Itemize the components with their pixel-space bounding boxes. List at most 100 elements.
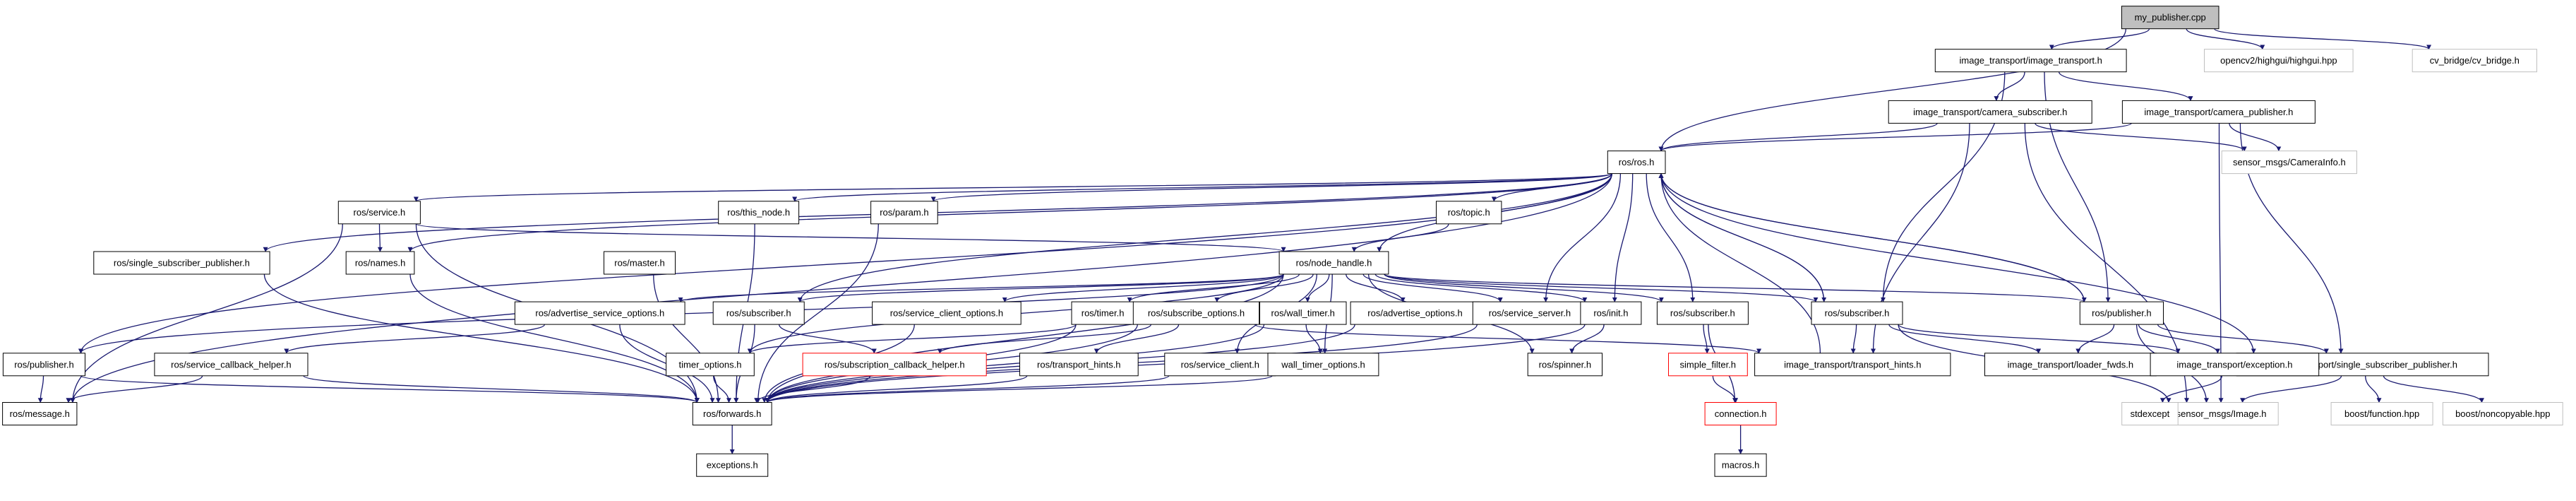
node-exceptions-h[interactable]: exceptions.h bbox=[696, 453, 769, 477]
edge bbox=[2240, 375, 2342, 403]
edge bbox=[1658, 172, 1825, 302]
edge bbox=[1346, 273, 1406, 302]
node-ros-ros-h[interactable]: ros/ros.h bbox=[1607, 151, 1666, 175]
node-ros-subscribe-options-h[interactable]: ros/subscribe_options.h bbox=[1132, 301, 1260, 325]
node-box bbox=[872, 301, 1022, 325]
node-box bbox=[1164, 353, 1276, 377]
node-box bbox=[345, 251, 415, 275]
node-box bbox=[1704, 402, 1777, 425]
node-label: ros/transport_hints.h bbox=[1037, 359, 1121, 370]
node-ros-master-h[interactable]: ros/master.h bbox=[604, 251, 676, 275]
node-image-transport-camera-subscriber-h[interactable]: image_transport/camera_subscriber.h bbox=[1888, 100, 2092, 124]
node-stdexcept[interactable]: stdexcept bbox=[2121, 402, 2179, 425]
edge bbox=[1254, 324, 1761, 354]
node-boost-noncopyable-hpp[interactable]: boost/noncopyable.hpp bbox=[2442, 402, 2563, 425]
node-box bbox=[2121, 6, 2219, 30]
edge bbox=[263, 173, 1612, 252]
node-ros-publisher-h[interactable]: ros/publisher.h bbox=[2079, 301, 2164, 325]
node-wall-timer-options-h[interactable]: wall_timer_options.h bbox=[1267, 353, 1379, 377]
node-timer-options-h[interactable]: timer_options.h bbox=[666, 353, 755, 377]
node-ros-service-server-h[interactable]: ros/service_server.h bbox=[1472, 301, 1588, 325]
edge bbox=[2058, 71, 2193, 102]
node-image-transport-loader-fwds-h[interactable]: image_transport/loader_fwds.h bbox=[1984, 353, 2157, 377]
node-ros-subscriber-h[interactable]: ros/subscriber.h bbox=[1656, 301, 1749, 325]
node-ros-subscriber-h[interactable]: ros/subscriber.h bbox=[1811, 301, 1903, 325]
node-label: ros/param.h bbox=[880, 207, 928, 218]
node-label: image_transport/loader_fwds.h bbox=[2008, 359, 2134, 370]
node-box bbox=[337, 201, 421, 225]
node-ros-service-callback-helper-h[interactable]: ros/service_callback_helper.h bbox=[154, 353, 308, 377]
node-box bbox=[2079, 301, 2164, 325]
edge bbox=[66, 375, 203, 403]
node-label: image_transport/exception.h bbox=[2176, 359, 2292, 370]
node-ros-subscriber-h[interactable]: ros/subscriber.h bbox=[712, 301, 805, 325]
node-ros-wall-timer-h[interactable]: ros/wall_timer.h bbox=[1259, 301, 1347, 325]
node-label: ros/forwards.h bbox=[703, 408, 761, 419]
node-macros-h[interactable]: macros.h bbox=[1714, 453, 1767, 477]
node-ros-transport-hints-h[interactable]: ros/transport_hints.h bbox=[1019, 353, 1139, 377]
edge bbox=[284, 324, 546, 354]
edge bbox=[37, 375, 44, 403]
edge bbox=[1703, 324, 1710, 354]
node-connection-h[interactable]: connection.h bbox=[1704, 402, 1777, 425]
node-ros-names-h[interactable]: ros/names.h bbox=[345, 251, 415, 275]
node-label: image_transport/image_transport.h bbox=[1960, 55, 2102, 66]
node-ros-forwards-h[interactable]: ros/forwards.h bbox=[692, 402, 772, 425]
node-label: ros/spinner.h bbox=[1539, 359, 1591, 370]
node-image-transport-exception-h[interactable]: image_transport/exception.h bbox=[2150, 353, 2320, 377]
edge bbox=[2229, 123, 2282, 152]
node-opencv2-highgui-highgui-hpp[interactable]: opencv2/highgui/highgui.hpp bbox=[2204, 49, 2354, 73]
node-my-publisher-cpp[interactable]: my_publisher.cpp bbox=[2121, 6, 2219, 30]
node-box bbox=[712, 301, 805, 325]
node-simple-filter-h[interactable]: simple_filter.h bbox=[1668, 353, 1748, 377]
node-ros-param-h[interactable]: ros/param.h bbox=[870, 201, 938, 225]
node-ros-this-node-h[interactable]: ros/this_node.h bbox=[718, 201, 800, 225]
node-ros-timer-h[interactable]: ros/timer.h bbox=[1071, 301, 1134, 325]
node-ros-node-handle-h[interactable]: ros/node_handle.h bbox=[1278, 251, 1389, 275]
node-box bbox=[1714, 453, 1767, 477]
node-label: ros/publisher.h bbox=[2092, 308, 2152, 319]
node-image-transport-camera-publisher-h[interactable]: image_transport/camera_publisher.h bbox=[2121, 100, 2316, 124]
node-label: ros/service_client.h bbox=[1181, 359, 1259, 370]
node-image-transport-transport-hints-h[interactable]: image_transport/transport_hints.h bbox=[1754, 353, 1951, 377]
node-ros-service-h[interactable]: ros/service.h bbox=[337, 201, 421, 225]
node-sensor-msgs-camerainfo-h[interactable]: sensor_msgs/CameraInfo.h bbox=[2221, 151, 2357, 175]
node-box bbox=[802, 353, 987, 377]
edge bbox=[1543, 173, 1622, 302]
edge bbox=[2186, 28, 2265, 50]
edge bbox=[1850, 324, 1857, 354]
node-box bbox=[2, 402, 78, 425]
node-box bbox=[2412, 49, 2537, 73]
node-label: ros/subscriber.h bbox=[1670, 308, 1735, 319]
node-ros-service-client-options-h[interactable]: ros/service_client_options.h bbox=[872, 301, 1022, 325]
edge bbox=[747, 324, 1077, 354]
edge bbox=[931, 172, 1612, 202]
node-boost-function-hpp[interactable]: boost/function.hpp bbox=[2330, 402, 2433, 425]
node-sensor-msgs-image-h[interactable]: sensor_msgs/Image.h bbox=[2164, 402, 2279, 425]
edge bbox=[377, 223, 383, 252]
node-ros-init-h[interactable]: ros/init.h bbox=[1580, 301, 1642, 325]
node-box bbox=[2121, 100, 2316, 124]
node-label: boost/function.hpp bbox=[2344, 408, 2419, 419]
node-box bbox=[1811, 301, 1903, 325]
node-ros-spinner-h[interactable]: ros/spinner.h bbox=[1527, 353, 1602, 377]
node-ros-advertise-options-h[interactable]: ros/advertise_options.h bbox=[1350, 301, 1480, 325]
node-ros-service-client-h[interactable]: ros/service_client.h bbox=[1164, 353, 1276, 377]
node-label: connection.h bbox=[1715, 408, 1767, 419]
node-box bbox=[1754, 353, 1951, 377]
node-cv-bridge-cv-bridge-h[interactable]: cv_bridge/cv_bridge.h bbox=[2412, 49, 2537, 73]
node-box bbox=[2121, 402, 2179, 425]
edge bbox=[78, 173, 1612, 354]
node-box bbox=[1350, 301, 1480, 325]
node-label: wall_timer_options.h bbox=[1281, 359, 1365, 370]
node-ros-message-h[interactable]: ros/message.h bbox=[2, 402, 78, 425]
node-ros-subscription-callback-helper-h[interactable]: ros/subscription_callback_helper.h bbox=[802, 353, 987, 377]
node-ros-advertise-service-options-h[interactable]: ros/advertise_service_options.h bbox=[514, 301, 685, 325]
node-image-transport-image-transport-h[interactable]: image_transport/image_transport.h bbox=[1934, 49, 2127, 73]
node-label: sensor_msgs/Image.h bbox=[2176, 408, 2267, 419]
node-ros-publisher-h[interactable]: ros/publisher.h bbox=[2, 353, 85, 377]
node-ros-single-subscriber-publisher-h[interactable]: ros/single_subscriber_publisher.h bbox=[93, 251, 270, 275]
node-label: stdexcept bbox=[2131, 408, 2170, 419]
node-box bbox=[1019, 353, 1139, 377]
node-ros-topic-h[interactable]: ros/topic.h bbox=[1436, 201, 1502, 225]
